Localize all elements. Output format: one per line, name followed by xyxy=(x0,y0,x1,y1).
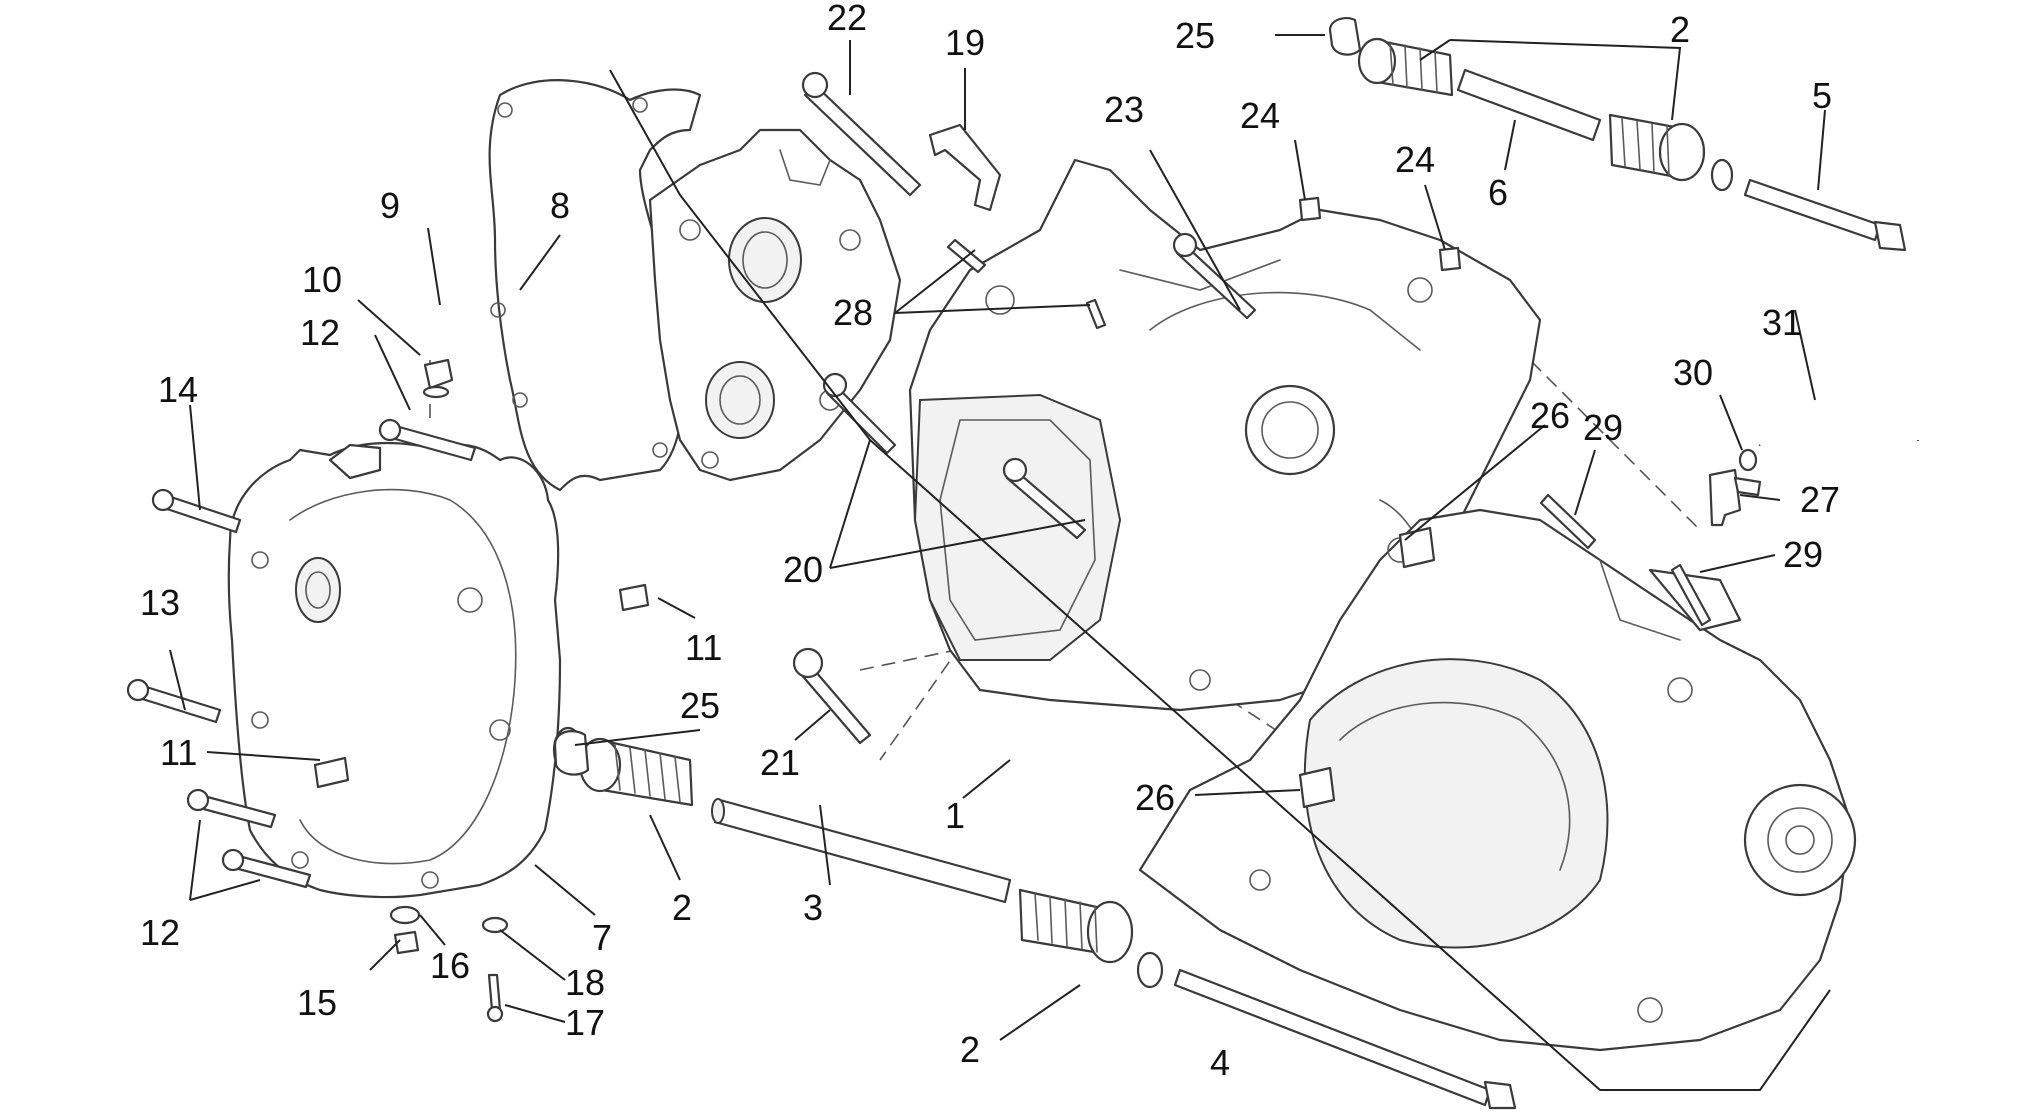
callout-28: 28 xyxy=(833,292,873,333)
crankcase-half-lower xyxy=(1138,508,1857,1052)
callout-22: 22 xyxy=(827,0,867,38)
callout-11: 11 xyxy=(160,732,197,773)
callout-14: 14 xyxy=(158,369,198,410)
callout-26: 26 xyxy=(1135,777,1175,818)
callout-2: 2 xyxy=(960,1029,980,1070)
callout-5: 5 xyxy=(1812,75,1832,116)
callout-6: 6 xyxy=(1488,172,1508,213)
side-cover xyxy=(227,441,562,899)
callout-20: 20 xyxy=(783,549,823,590)
callout-12: 12 xyxy=(140,912,180,953)
callout-7: 7 xyxy=(592,917,612,958)
shaft-and-gears-lower xyxy=(552,726,1164,989)
callout-9: 9 xyxy=(380,185,400,226)
callout-24: 24 xyxy=(1395,139,1435,180)
callout-18: 18 xyxy=(565,962,605,1003)
callout-labels: 1 2 2 2 3 4 5 6 7 8 9 10 11 11 12 12 13 … xyxy=(140,0,1840,1083)
callout-4: 4 xyxy=(1210,1042,1230,1083)
bolts xyxy=(126,71,1907,1110)
callout-16: 16 xyxy=(430,945,470,986)
callout-15: 15 xyxy=(297,982,337,1023)
callout-1: 1 xyxy=(945,795,965,836)
callout-12: 12 xyxy=(300,312,340,353)
callout-25: 25 xyxy=(680,685,720,726)
callout-23: 23 xyxy=(1104,89,1144,130)
callout-10: 10 xyxy=(302,259,342,300)
callout-27: 27 xyxy=(1800,479,1840,520)
callout-24: 24 xyxy=(1240,95,1280,136)
leader-lines xyxy=(169,34,1831,1091)
shaft-and-gears-upper xyxy=(1328,16,1734,192)
callout-17: 17 xyxy=(565,1002,605,1043)
callout-11: 11 xyxy=(685,627,722,668)
callout-26: 26 xyxy=(1530,395,1570,436)
callout-2: 2 xyxy=(672,887,692,928)
small-parts xyxy=(313,123,1924,955)
callout-29: 29 xyxy=(1783,534,1823,575)
callout-25: 25 xyxy=(1175,15,1215,56)
callout-31: 31 xyxy=(1762,302,1802,343)
callout-2: 2 xyxy=(1670,9,1690,50)
callout-29: 29 xyxy=(1583,407,1623,448)
callout-8: 8 xyxy=(550,185,570,226)
callout-30: 30 xyxy=(1673,352,1713,393)
callout-13: 13 xyxy=(140,582,180,623)
callout-3: 3 xyxy=(803,887,823,928)
callout-21: 21 xyxy=(760,742,800,783)
callout-19: 19 xyxy=(945,22,985,63)
